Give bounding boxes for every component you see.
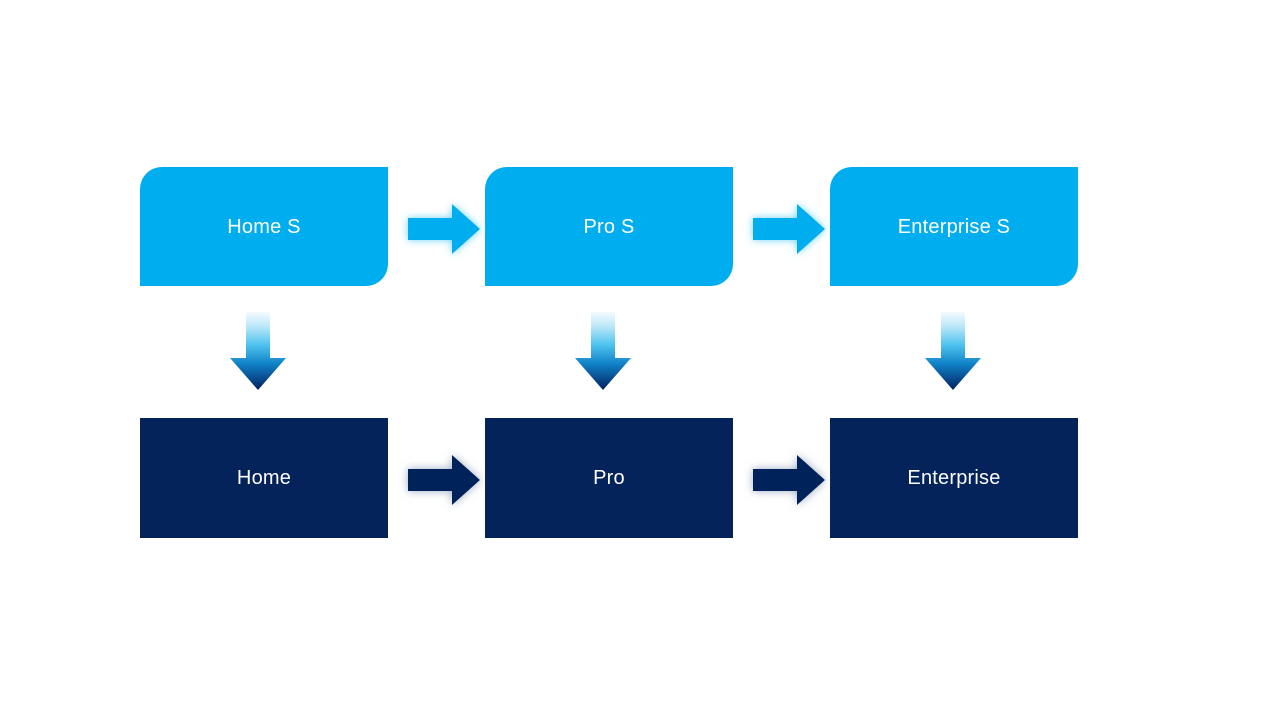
right-arrow-icon <box>753 455 825 505</box>
right-arrow-icon <box>408 204 480 254</box>
down-arrow-icon <box>575 312 631 390</box>
connector-home-s-to-home <box>230 312 286 390</box>
right-arrow-icon <box>753 204 825 254</box>
node-home-s[interactable]: Home S <box>140 167 388 286</box>
node-home[interactable]: Home <box>140 418 388 538</box>
node-pro[interactable]: Pro <box>485 418 733 538</box>
connector-pro-to-enterprise <box>753 454 825 506</box>
connector-pro-s-to-enterprise-s <box>753 203 825 255</box>
down-arrow-icon <box>925 312 981 390</box>
node-pro-s-label: Pro S <box>583 215 635 238</box>
connector-enterprise-s-to-enterprise <box>925 312 981 390</box>
connector-home-to-pro <box>408 454 480 506</box>
down-arrow-icon <box>230 312 286 390</box>
connector-home-s-to-pro-s <box>408 203 480 255</box>
node-enterprise-s[interactable]: Enterprise S <box>830 167 1078 286</box>
connector-pro-s-to-pro <box>575 312 631 390</box>
node-enterprise[interactable]: Enterprise <box>830 418 1078 538</box>
node-pro-s[interactable]: Pro S <box>485 167 733 286</box>
node-home-s-label: Home S <box>227 215 301 238</box>
right-arrow-icon <box>408 455 480 505</box>
node-home-label: Home <box>236 467 292 489</box>
node-pro-label: Pro <box>593 467 625 489</box>
node-enterprise-label: Enterprise <box>907 467 1001 489</box>
node-enterprise-s-label: Enterprise S <box>897 215 1011 238</box>
